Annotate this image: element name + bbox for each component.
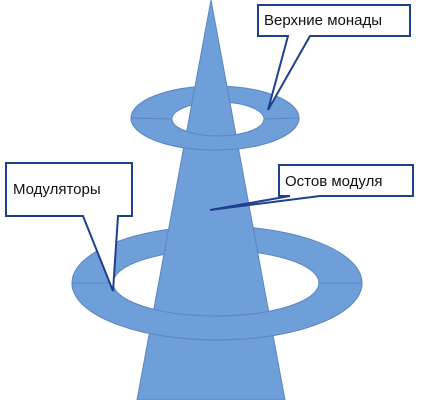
- callout-modulators-box: [5, 162, 133, 292]
- label-modulators: Модуляторы: [13, 181, 101, 198]
- module-core-spire: [136, 0, 286, 400]
- callout-module-core-box: [209, 164, 414, 211]
- callout-module-core: Остов модуля: [209, 164, 414, 211]
- label-upper-monads: Верхние монады: [264, 12, 382, 29]
- lower-ring-front-arc: [71, 282, 363, 341]
- label-module-core: Остов модуля: [285, 173, 382, 190]
- upper-ring-front-arc: [130, 117, 300, 151]
- callout-upper-monads-box: [257, 4, 411, 111]
- callout-modulators: Модуляторы: [5, 162, 133, 292]
- callout-upper-monads: Верхние монады: [257, 4, 411, 111]
